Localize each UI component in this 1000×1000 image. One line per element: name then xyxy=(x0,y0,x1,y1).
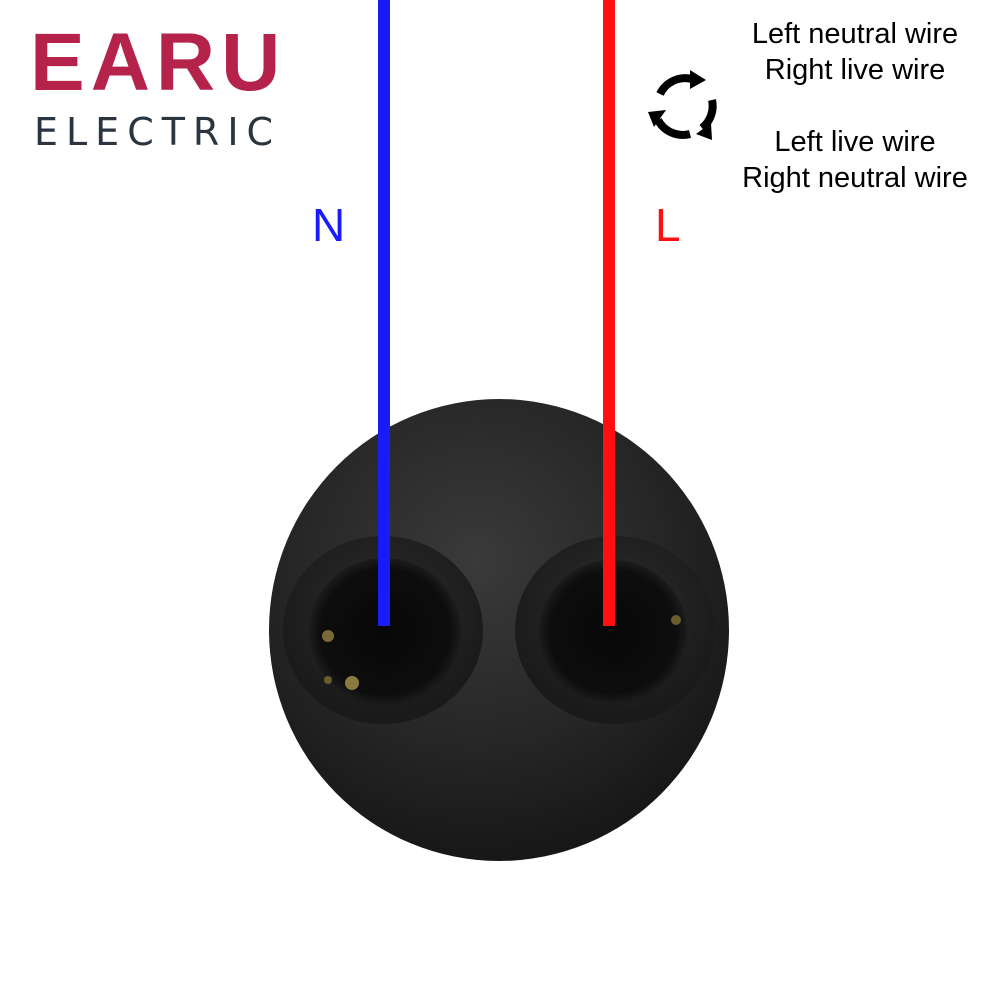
left-socket-hole xyxy=(283,536,483,724)
wiring-option-b-line-1: Left live wire xyxy=(774,126,936,158)
socket-body xyxy=(269,399,729,861)
swap-arrows-icon xyxy=(648,70,717,140)
neutral-wire xyxy=(378,0,390,626)
neutral-wire-label: N xyxy=(312,199,346,251)
brand-logo: EARU ELECTRIC xyxy=(30,17,300,153)
wiring-option-a-line-2: Right live wire xyxy=(764,54,946,86)
brand-tagline: ELECTRIC xyxy=(34,110,282,154)
wiring-option-b-line-2: Right neutral wire xyxy=(742,162,968,194)
live-wire-label: L xyxy=(655,199,681,251)
right-socket-hole xyxy=(515,536,715,724)
wiring-option-a-line-1: Left neutral wire xyxy=(751,18,959,50)
brand-name: EARU xyxy=(30,17,287,108)
live-wire xyxy=(603,0,615,626)
wiring-option-b: Left live wire Right neutral wire xyxy=(720,124,990,196)
wiring-option-a: Left neutral wire Right live wire xyxy=(730,16,980,88)
